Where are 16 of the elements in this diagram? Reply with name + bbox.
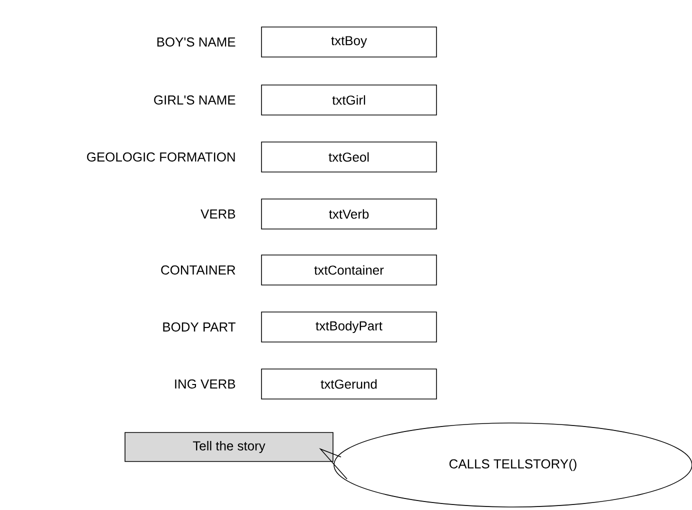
field-label: ING VERB bbox=[175, 379, 236, 389]
text-field: txtGeol bbox=[261, 142, 437, 172]
field-label: CONTAINER bbox=[161, 265, 236, 275]
field-label: VERB bbox=[200, 210, 236, 218]
field-label: GEOLOGIC FORMATION bbox=[87, 152, 235, 162]
text-field: txtBoy bbox=[261, 26, 437, 58]
text-field: txtContainer bbox=[261, 254, 437, 286]
field-label: BODY PART bbox=[163, 322, 236, 332]
callout-bubble: CALLS TELLSTORY() bbox=[334, 422, 692, 508]
button: Tell the story bbox=[124, 432, 334, 462]
text-field: txtBodyPart bbox=[261, 312, 437, 342]
field-label: GIRL'S NAME bbox=[154, 95, 236, 105]
text-field: txtGirl bbox=[261, 84, 437, 116]
text-field: txtVerb bbox=[261, 198, 437, 230]
text-field: txtGerund bbox=[261, 368, 437, 400]
field-label: BOY'S NAME bbox=[157, 37, 236, 47]
